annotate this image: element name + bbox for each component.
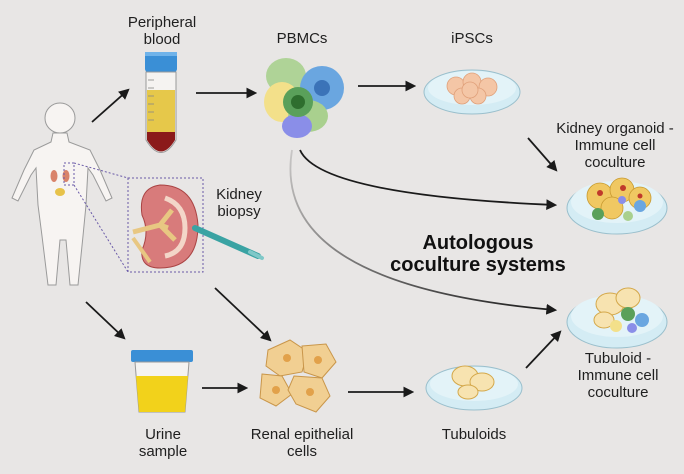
tubuloid-coculture-dish-icon (566, 287, 668, 349)
arrow-pbmc-to-organoid (299, 149, 558, 211)
label-urine-sample: Urine sample (138, 426, 188, 460)
tubuloids-dish-icon (425, 365, 523, 411)
kidney-icon (127, 177, 264, 273)
label-peripheral-blood: Peripheral blood (127, 14, 197, 48)
label-renal-epithelial-cells: Renal epithelial cells (250, 426, 354, 460)
kidney-organoid-dish-icon (566, 177, 668, 235)
arrow-ipsc-to-organoid (527, 137, 558, 172)
pbmc-cells-icon (264, 58, 344, 138)
blood-tube-icon (145, 52, 177, 153)
arrow-body-to-blood (91, 88, 130, 123)
label-pbmcs: PBMCs (276, 30, 328, 47)
label-central-title: Autologous coculture systems (390, 232, 566, 276)
arrow-pbmc-to-tubuloid (289, 149, 558, 315)
arrows (85, 80, 562, 398)
label-tubuloids: Tubuloids (441, 426, 507, 443)
urine-cup-icon (131, 350, 193, 413)
arrow-tubuloids-to-coculture (525, 330, 562, 369)
label-tubuloid-coculture: Tubuloid - Immune cell coculture (577, 350, 659, 401)
label-kidney-organoid-coculture: Kidney organoid - Immune cell coculture (556, 120, 674, 171)
label-kidney-biopsy: Kidney biopsy (216, 186, 262, 220)
arrow-biopsy-to-epithelial (214, 287, 272, 342)
label-ipscs: iPSCs (451, 30, 493, 47)
epithelial-cells-icon (259, 339, 337, 413)
arrow-body-to-urine (85, 301, 126, 340)
ipsc-dish-icon (423, 69, 521, 115)
human-body-icon (11, 102, 129, 286)
